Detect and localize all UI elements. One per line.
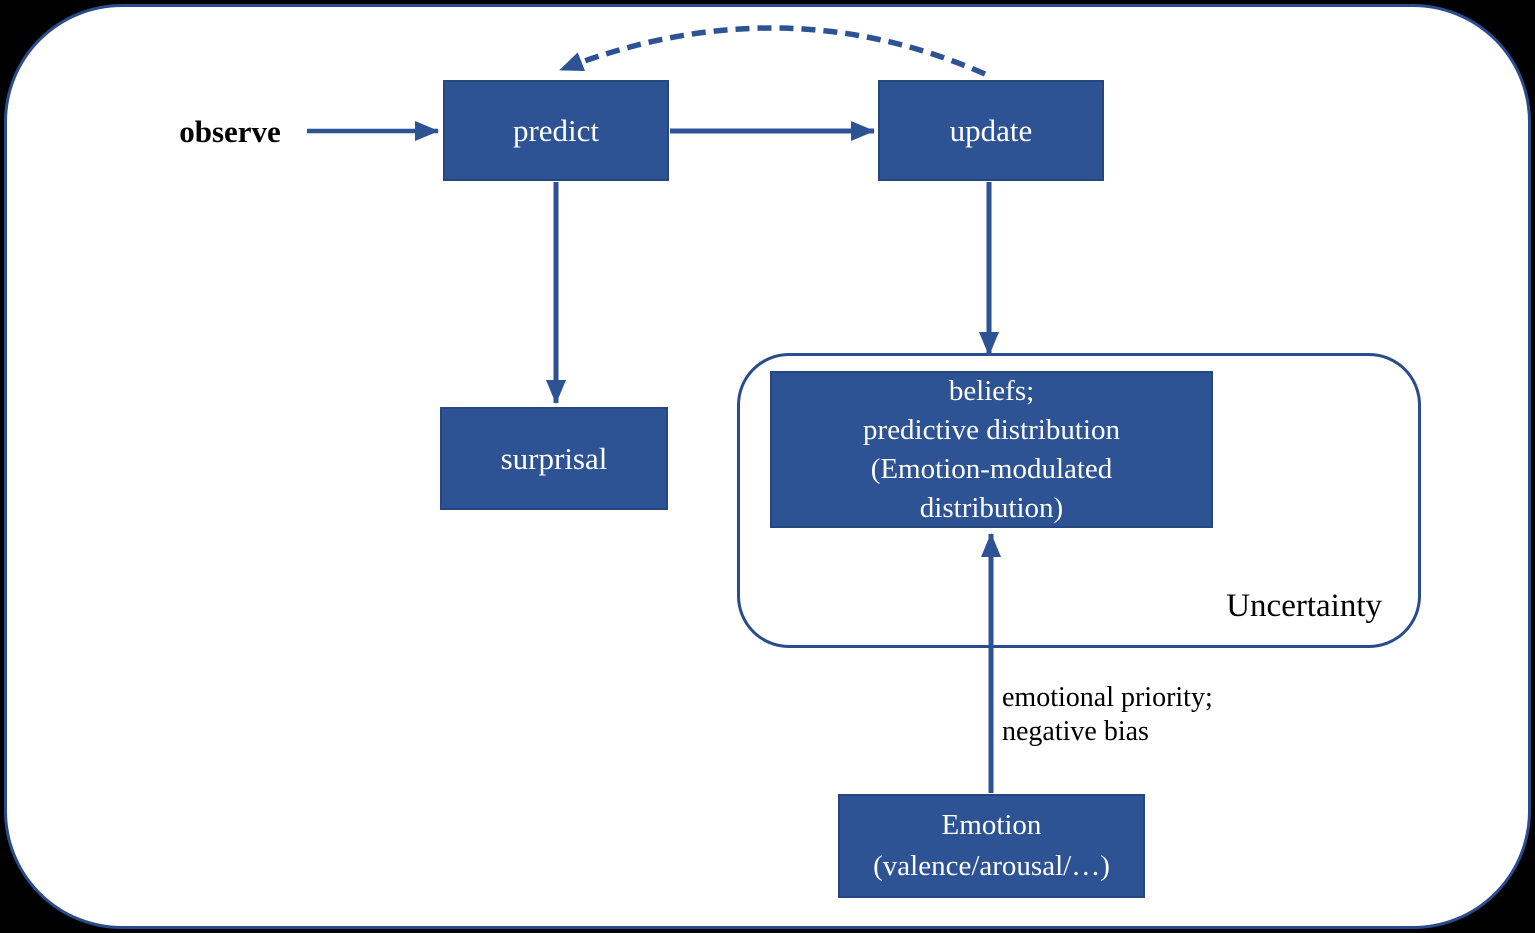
node-beliefs: beliefs; predictive distribution (Emotio… [770, 371, 1213, 528]
edge-label-line-1: emotional priority; [1002, 682, 1213, 713]
node-beliefs-line-3: (Emotion-modulated [870, 452, 1113, 485]
node-update: update [878, 80, 1104, 181]
observe-label: observe [179, 114, 281, 149]
edge-label-line-2: negative bias [1002, 716, 1149, 747]
uncertainty-label: Uncertainty [1226, 588, 1382, 624]
node-beliefs-line-2: predictive distribution [863, 413, 1120, 446]
node-surprisal-label: surprisal [500, 440, 608, 476]
node-emotion: Emotion (valence/arousal/…) [838, 794, 1145, 898]
node-update-label: update [949, 112, 1033, 148]
emotion-to-beliefs-edge-label: emotional priority; negative bias [1002, 681, 1213, 749]
node-beliefs-line-4: distribution) [919, 491, 1064, 524]
node-emotion-line-1: Emotion [941, 809, 1042, 841]
node-beliefs-line-1: beliefs; [948, 374, 1035, 407]
node-emotion-line-2: (valence/arousal/…) [873, 850, 1110, 882]
node-predict: predict [443, 80, 669, 181]
dashed-feedback-arrow-update-to-predict [558, 25, 987, 77]
node-predict-label: predict [512, 112, 600, 148]
uncertainty-container: Uncertainty [737, 353, 1421, 648]
figure-canvas [4, 4, 1531, 929]
node-surprisal: surprisal [440, 407, 668, 510]
